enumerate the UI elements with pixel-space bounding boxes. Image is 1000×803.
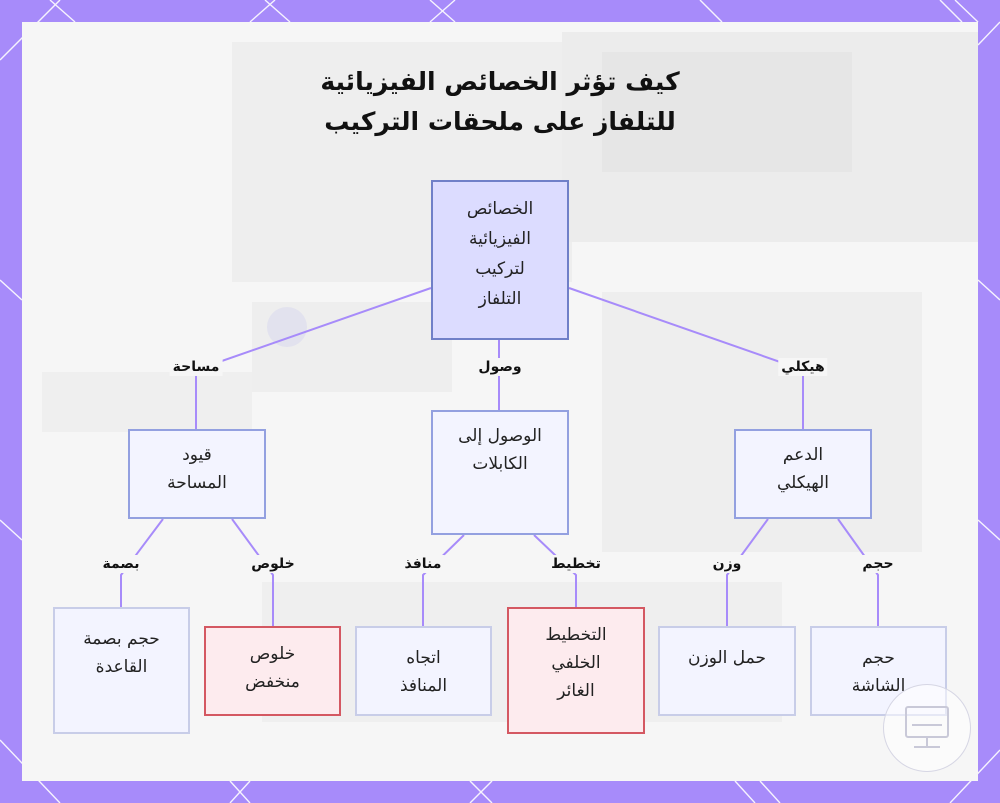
edge-label-size: حجم xyxy=(859,555,897,573)
structural-support-line-1: الدعم xyxy=(782,445,824,465)
space-constraints-line-1: قيود xyxy=(182,445,212,465)
edge-cable-to-layout xyxy=(533,534,577,607)
edge-root-to-structural xyxy=(568,287,804,429)
root-node: الخصائص الفيزيائية لتركيب التلفاز xyxy=(431,180,569,340)
recessed-layout-line-1: التخطيط xyxy=(545,625,607,645)
edge-structural-to-weight xyxy=(726,518,769,626)
low-clearance-node: خلوص منخفض xyxy=(204,626,341,716)
screen-size-line-1: حجم xyxy=(862,648,895,668)
tv-mount-logo-icon xyxy=(883,684,971,772)
edge-space-to-clearance xyxy=(231,518,274,626)
space-constraints-line-2: المساحة xyxy=(167,473,227,493)
cable-access-line-2: الكابلات xyxy=(472,454,528,474)
root-node-line-4: التلفاز xyxy=(478,289,522,309)
recessed-layout-node: التخطيط الخلفي الغائر xyxy=(507,607,645,734)
base-footprint-node: حجم بصمة القاعدة xyxy=(53,607,190,734)
base-footprint-line-2: القاعدة xyxy=(95,657,148,677)
root-node-line-2: الفيزيائية xyxy=(469,229,531,249)
diagram-title-line-1: كيف تؤثر الخصائص الفيزيائية xyxy=(320,67,680,96)
space-constraints-node: قيود المساحة xyxy=(128,429,266,519)
edge-label-structural: هيكلي xyxy=(778,358,828,376)
edge-label-layout: تخطيط xyxy=(548,555,604,573)
recessed-layout-line-2: الخلفي xyxy=(551,653,601,673)
edge-label-access: وصول xyxy=(475,358,525,376)
weight-load-node: حمل الوزن xyxy=(658,626,796,716)
port-orientation-line-2: المنافذ xyxy=(399,676,448,696)
edge-label-ports: منافذ xyxy=(401,555,445,573)
base-footprint-line-1: حجم بصمة xyxy=(83,629,160,649)
weight-load-line-1: حمل الوزن xyxy=(688,648,766,668)
port-orientation-node: اتجاه المنافذ xyxy=(355,626,492,716)
edge-label-footprint: بصمة xyxy=(99,555,143,573)
edge-label-clearance: خلوص xyxy=(248,555,298,573)
cable-access-node: الوصول إلى الكابلات xyxy=(431,410,569,535)
edge-root-to-space xyxy=(195,287,432,429)
edge-structural-to-size xyxy=(837,518,879,626)
diagram-title-line-2: للتلفاز على ملحقات التركيب xyxy=(324,107,676,136)
edge-cable-to-ports xyxy=(422,534,465,626)
root-node-line-1: الخصائص xyxy=(466,199,534,219)
structural-support-node: الدعم الهيكلي xyxy=(734,429,872,519)
low-clearance-line-2: منخفض xyxy=(245,672,300,692)
root-node-line-3: لتركيب xyxy=(475,259,525,279)
structural-support-line-2: الهيكلي xyxy=(776,473,830,493)
cable-access-line-1: الوصول إلى xyxy=(458,426,542,446)
edge-label-weight: وزن xyxy=(709,555,745,573)
low-clearance-line-1: خلوص xyxy=(249,644,296,664)
screen-size-line-2: الشاشة xyxy=(851,676,906,696)
recessed-layout-line-3: الغائر xyxy=(557,681,595,701)
port-orientation-line-1: اتجاه xyxy=(406,648,441,668)
edge-space-to-footprint xyxy=(120,518,164,607)
edge-label-area: مساحة xyxy=(169,358,223,376)
